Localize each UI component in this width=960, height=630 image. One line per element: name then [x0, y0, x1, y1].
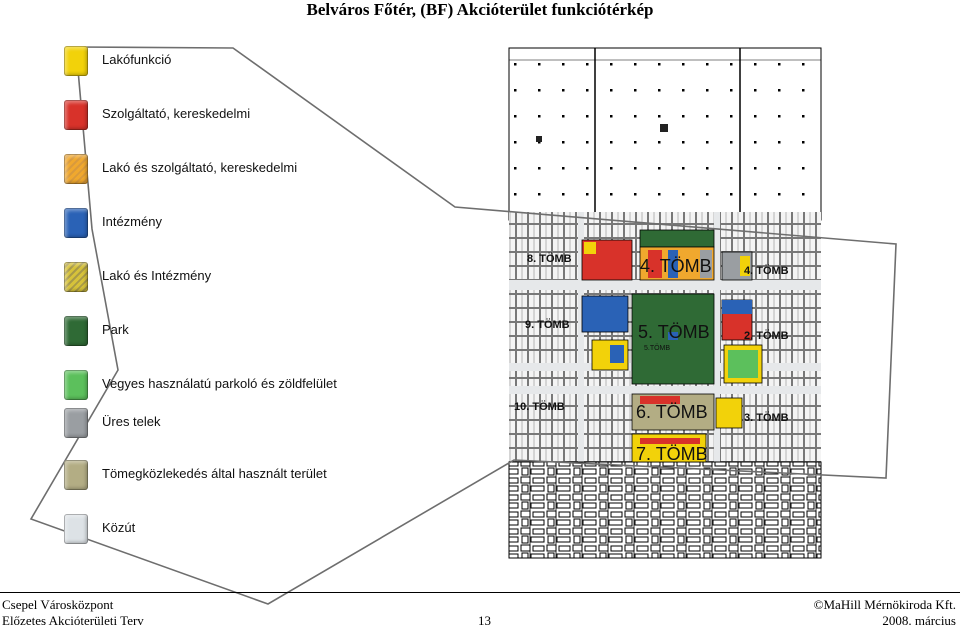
legend-label: Tömegközlekedés által használt terület: [102, 466, 327, 481]
legend-swatch: [64, 408, 88, 438]
block-label-3: 3. TÖMB: [744, 411, 789, 424]
legend-item-kozut: Közút: [64, 514, 484, 546]
legend-swatch: [64, 154, 88, 184]
legend-label: Üres telek: [102, 414, 161, 429]
legend-label: Park: [102, 322, 129, 337]
footer-document: Előzetes Akcióterületi Terv: [2, 613, 144, 628]
legend-item-lako-intezmeny: Lakó és Intézmény: [64, 262, 484, 294]
legend-item-lakofunkcio: Lakófunkció: [64, 46, 484, 78]
legend-item-ures-telek: Üres telek: [64, 408, 484, 440]
page-number: 13: [478, 613, 491, 628]
legend-swatch: [64, 46, 88, 76]
legend-label: Vegyes használatú parkoló és zöldfelület: [102, 376, 337, 391]
block-label-10: 10. TÖMB: [514, 400, 565, 413]
block-label-5: 5. TÖMB: [638, 322, 710, 342]
block-label-4: 4. TÖMB: [640, 256, 712, 276]
lower-map-area: [508, 461, 822, 559]
block-label-6: 6. TÖMB: [636, 402, 708, 422]
legend-swatch: [64, 460, 88, 490]
block-label-8: 8. TÖMB: [527, 252, 572, 265]
legend-label: Lakófunkció: [102, 52, 172, 67]
legend-label: Lakó és szolgáltató, kereskedelmi: [102, 160, 298, 175]
footer-date: 2008. március: [882, 613, 956, 628]
legend-label: Lakó és Intézmény: [102, 268, 212, 283]
legend-item-tomegkozlekedes: Tömegközlekedés által használt terület: [64, 460, 484, 492]
block-label-2: 2. TÖMB: [744, 329, 789, 342]
legend-item-park: Park: [64, 316, 484, 348]
legend-item-intezmeny: Intézmény: [64, 208, 484, 240]
page-title: Belváros Főtér, (BF) Akcióterület funkci…: [306, 0, 654, 19]
footer-project: Csepel Városközpont: [2, 597, 114, 612]
legend-label: Szolgáltató, kereskedelmi: [102, 106, 251, 121]
legend-swatch: [64, 208, 88, 238]
legend-swatch: [64, 514, 88, 544]
legend-swatch: [64, 262, 88, 292]
legend-swatch: [64, 316, 88, 346]
block-label-7: 7. TÖMB: [636, 444, 708, 464]
upper-map-area: [508, 47, 822, 221]
legend: Lakófunkció Szolgáltató, kereskedelmi La…: [64, 46, 484, 546]
footer: Csepel Városközpont Előzetes Akcióterüle…: [0, 592, 960, 630]
block-label-5-small: 5.TÖMB: [644, 344, 670, 352]
legend-item-szolgaltato: Szolgáltató, kereskedelmi: [64, 100, 484, 132]
legend-swatch: [64, 370, 88, 400]
footer-copyright: ©MaHill Mérnökiroda Kft.: [813, 597, 956, 612]
block-label-9: 9. TÖMB: [525, 318, 570, 331]
legend-swatch: [64, 100, 88, 130]
legend-label: Intézmény: [102, 214, 162, 229]
legend-label: Közút: [102, 520, 136, 535]
legend-item-lako-szolgaltato: Lakó és szolgáltató, kereskedelmi: [64, 154, 484, 186]
block-label-4-small: 4. TÖMB: [744, 264, 789, 277]
legend-item-vegyes-parkolo: Vegyes használatú parkoló és zöldfelület: [64, 370, 484, 402]
